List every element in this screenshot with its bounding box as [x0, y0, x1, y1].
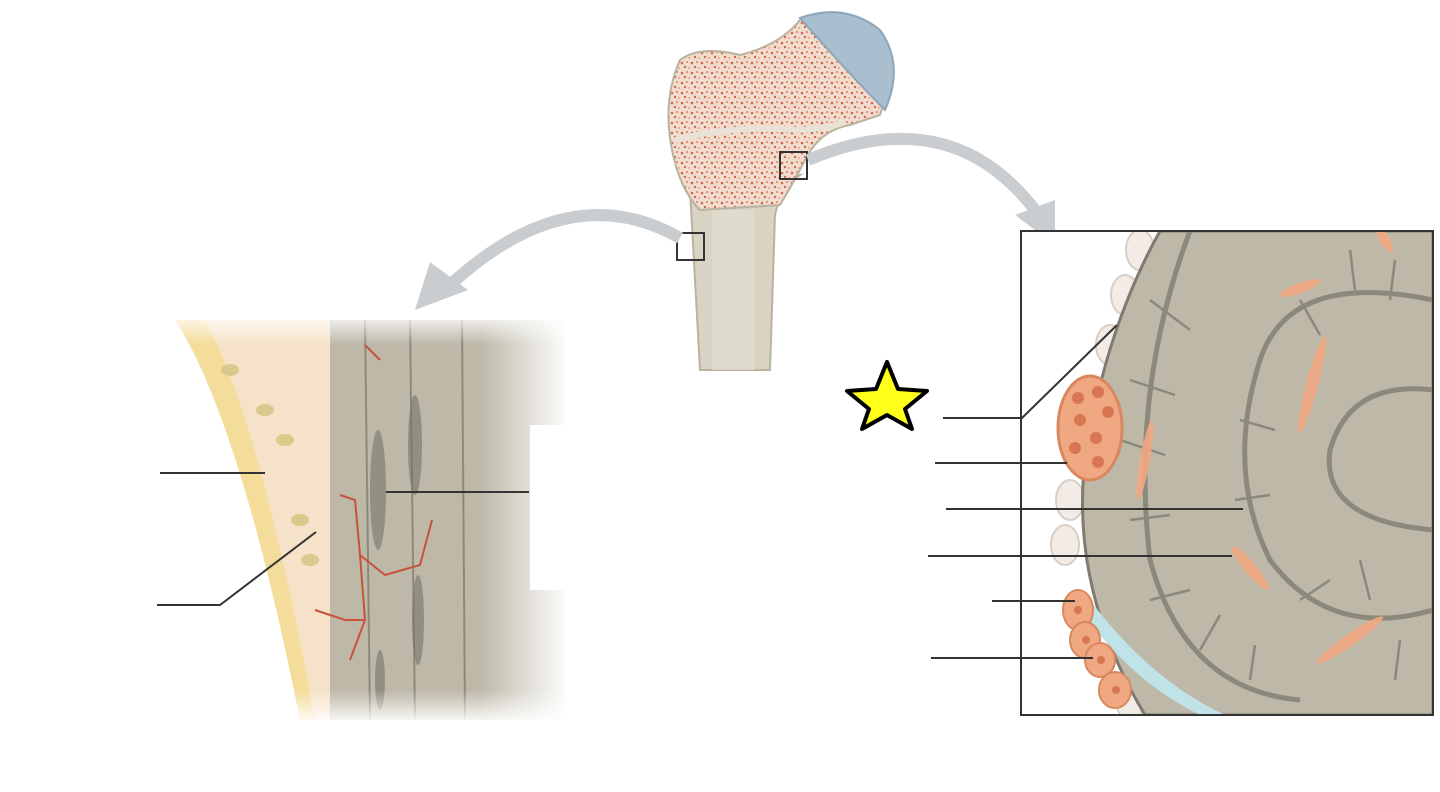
star-icon — [845, 360, 929, 431]
spongy-bone-frame — [1020, 230, 1434, 716]
articular-cartilage — [798, 11, 895, 112]
compact-bone-panel — [170, 310, 580, 725]
leader-line-periosteum-inner — [157, 531, 317, 606]
periosteum-inner-layer — [205, 320, 335, 720]
right-zoom-arrow — [805, 132, 1055, 245]
spongy-bone-selection-box — [779, 151, 808, 180]
femur-illustration — [667, 11, 895, 371]
trabecula-matrix — [1081, 231, 1433, 715]
leader-line-lining-cell — [943, 324, 1118, 419]
spongy-bone-panel — [1020, 230, 1434, 716]
left-zoom-arrow — [415, 209, 683, 310]
right-leader-lines — [928, 324, 1243, 659]
left-leader-lines — [157, 472, 529, 606]
osteoclast-cell — [1056, 374, 1124, 482]
femur-head-spongy-bone — [667, 16, 887, 212]
compact-bone-selection-box — [676, 232, 705, 261]
